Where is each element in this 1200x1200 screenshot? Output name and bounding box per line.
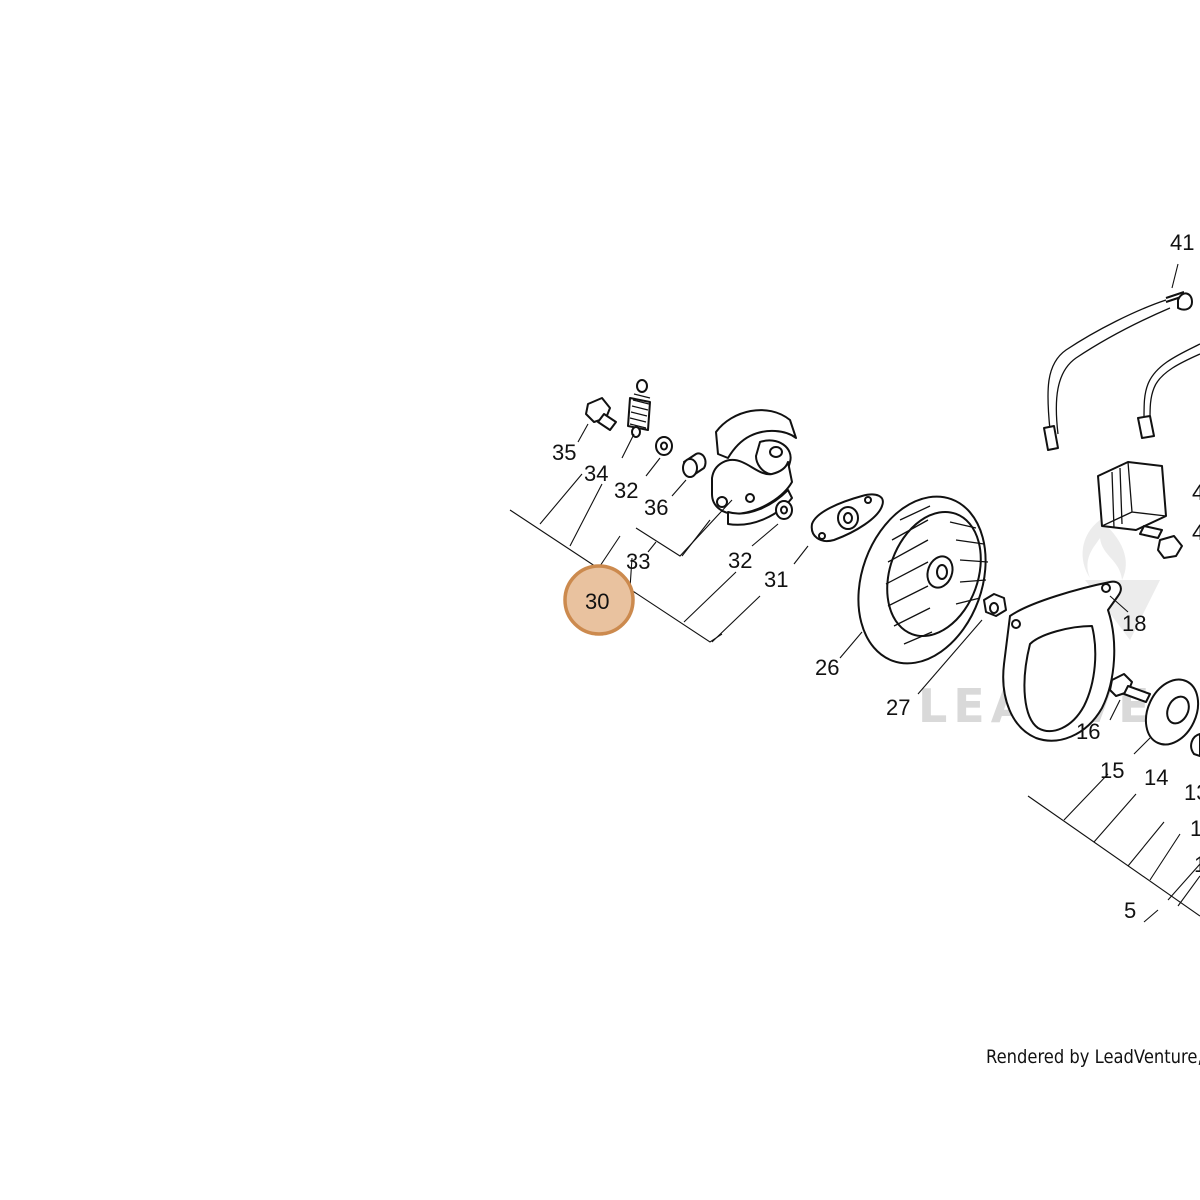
part-41-ignition-lead — [1043, 291, 1200, 451]
part-32-washer-lower — [775, 500, 793, 520]
callout-41[interactable]: 41 — [1170, 230, 1194, 255]
callout-labels: 41 35 34 32 36 33 30 32 31 26 27 18 16 1… — [552, 230, 1200, 923]
callout-14[interactable]: 14 — [1144, 765, 1168, 790]
leader-lines — [509, 263, 1200, 923]
callout-32-upper[interactable]: 32 — [614, 478, 638, 503]
callout-16[interactable]: 16 — [1076, 719, 1100, 744]
callout-partial-1-upper[interactable]: 1 — [1190, 816, 1200, 841]
callout-31[interactable]: 31 — [764, 567, 788, 592]
part-ignition-coil — [1097, 461, 1167, 531]
part-32-washer-upper — [655, 436, 673, 456]
callout-26[interactable]: 26 — [815, 655, 839, 680]
callout-33[interactable]: 33 — [626, 549, 650, 574]
part-15-plate — [1144, 678, 1200, 746]
part-26-flywheel — [857, 495, 989, 665]
callout-32-lower[interactable]: 32 — [728, 548, 752, 573]
part-36-bushing — [682, 452, 707, 478]
callout-35[interactable]: 35 — [552, 440, 576, 465]
part-31-hub-plate — [810, 493, 884, 542]
part-16-bolt — [1109, 673, 1151, 703]
part-35-bolt — [585, 397, 617, 431]
part-14-edge — [1190, 733, 1200, 757]
part-18-starter-case — [1002, 580, 1122, 742]
callout-30-highlight[interactable] — [563, 564, 635, 636]
callout-partial-4-lower[interactable]: 4 — [1192, 520, 1200, 545]
callout-34[interactable]: 34 — [584, 461, 608, 486]
part-coil-bolt — [1139, 525, 1183, 559]
callout-30[interactable]: 30 — [585, 589, 609, 614]
callout-18[interactable]: 18 — [1122, 611, 1146, 636]
render-credit: Rendered by LeadVenture, — [986, 1046, 1200, 1068]
callout-partial-13[interactable]: 13 — [1184, 780, 1200, 805]
part-34-spring — [627, 379, 651, 438]
part-27-nut — [983, 593, 1007, 617]
callout-15[interactable]: 15 — [1100, 758, 1124, 783]
callout-5[interactable]: 5 — [1124, 898, 1136, 923]
callout-partial-4-upper[interactable]: 4 — [1192, 480, 1200, 505]
callout-partial-1-lower[interactable]: 1 — [1194, 852, 1200, 877]
callout-27[interactable]: 27 — [886, 695, 910, 720]
callout-36[interactable]: 36 — [644, 495, 668, 520]
